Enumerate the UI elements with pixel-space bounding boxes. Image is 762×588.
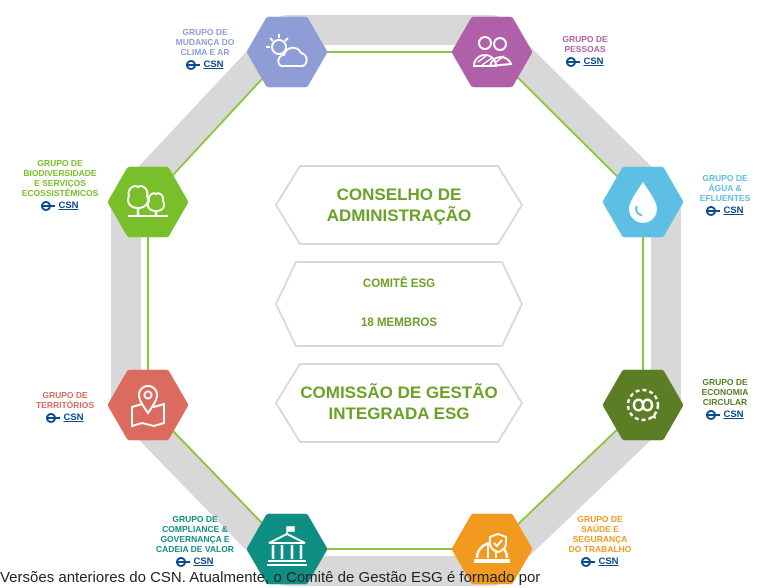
group-label-text: GRUPO DE MUDANÇA DO CLIMA E AR [175, 27, 235, 57]
csn-logo-icon [706, 410, 721, 420]
csn-brand-text: CSN [723, 205, 744, 216]
group-label-text: GRUPO DE ECONOMIA CIRCULAR [701, 377, 749, 407]
caption-text: Versões anteriores do CSN. Atualmente, o… [0, 569, 541, 586]
group-label-territorios: GRUPO DE TERRITÓRIOS CSN [20, 390, 110, 425]
group-label-biodiversidade: GRUPO DE BIODIVERSIDADE E SERVIÇOS ECOSS… [0, 158, 120, 213]
csn-brand: CSN [706, 409, 744, 420]
csn-logo-icon [566, 57, 581, 67]
esg-committee-label: COMITÊ ESG [362, 278, 436, 290]
csn-logo-icon [176, 557, 191, 567]
cloud-sun-icon [266, 34, 308, 67]
integrated-commission-box [275, 363, 523, 443]
group-label-pessoas: GRUPO DE PESSOAS CSN [540, 34, 630, 69]
integrated-commission-title: COMISSÃO DE GESTÃO INTEGRADA ESG [300, 383, 498, 423]
csn-brand: CSN [176, 556, 214, 567]
group-label-text: GRUPO DE COMPLIANCE & GOVERNANÇA E CADEI… [156, 514, 234, 554]
trees-icon [127, 185, 168, 217]
board-of-directors-title: CONSELHO DE ADMINISTRAÇÃO [326, 185, 472, 225]
group-label-text: GRUPO DE TERRITÓRIOS [35, 390, 95, 410]
csn-brand-text: CSN [63, 412, 84, 423]
csn-logo-icon [581, 557, 596, 567]
hexagon-agua [603, 166, 683, 238]
csn-brand-text: CSN [203, 59, 224, 70]
group-hexagons [108, 16, 683, 585]
building-icon [267, 526, 307, 566]
hexagon-pessoas [452, 16, 532, 88]
csn-brand: CSN [41, 200, 79, 211]
csn-brand: CSN [46, 412, 84, 423]
csn-brand-text: CSN [58, 200, 79, 211]
group-label-text: GRUPO DE BIODIVERSIDADE E SERVIÇOS ECOSS… [21, 158, 99, 198]
csn-brand-text: CSN [723, 409, 744, 420]
csn-brand: CSN [186, 59, 224, 70]
csn-brand-text: CSN [598, 556, 619, 567]
water-drop-icon [629, 182, 657, 223]
group-label-text: GRUPO DE ÁGUA & EFLUENTES [699, 173, 751, 203]
group-label-economia: GRUPO DE ECONOMIA CIRCULAR CSN [690, 377, 760, 422]
people-icon [472, 36, 513, 68]
center-boxes [275, 165, 523, 443]
csn-logo-icon [46, 413, 61, 423]
hexagon-shape-pessoas [452, 16, 532, 88]
csn-brand: CSN [706, 205, 744, 216]
group-label-text: GRUPO DE SAÚDE E SEGURANÇA DO TRABALHO [568, 514, 632, 554]
hexagon-territorios [108, 369, 188, 441]
group-label-compliance: GRUPO DE COMPLIANCE & GOVERNANÇA E CADEI… [140, 514, 250, 569]
csn-logo-icon [706, 206, 721, 216]
csn-brand: CSN [566, 56, 604, 67]
group-label-text: GRUPO DE PESSOAS [562, 34, 608, 54]
members-count-label: 18 MEMBROS [360, 317, 438, 329]
circular-economy-icon [626, 388, 660, 422]
hexagon-saude [452, 513, 532, 585]
group-label-saude: GRUPO DE SAÚDE E SEGURANÇA DO TRABALHO CS… [550, 514, 650, 569]
csn-logo-icon [41, 201, 56, 211]
hexagon-compliance [247, 513, 327, 585]
group-label-agua: GRUPO DE ÁGUA & EFLUENTES CSN [690, 173, 760, 218]
hexagon-economia [603, 369, 683, 441]
esg-committee-box [275, 261, 523, 347]
csn-logo-icon [186, 60, 201, 70]
csn-brand-text: CSN [193, 556, 214, 567]
csn-brand: CSN [581, 556, 619, 567]
map-pin-icon [131, 385, 165, 428]
hexagon-biodiversidade [108, 166, 188, 238]
csn-brand-text: CSN [583, 56, 604, 67]
safety-helmet-icon [474, 532, 510, 563]
group-label-clima: GRUPO DE MUDANÇA DO CLIMA E AR CSN [155, 27, 255, 72]
board-of-directors-box [275, 165, 523, 245]
hexagon-clima [247, 16, 327, 88]
